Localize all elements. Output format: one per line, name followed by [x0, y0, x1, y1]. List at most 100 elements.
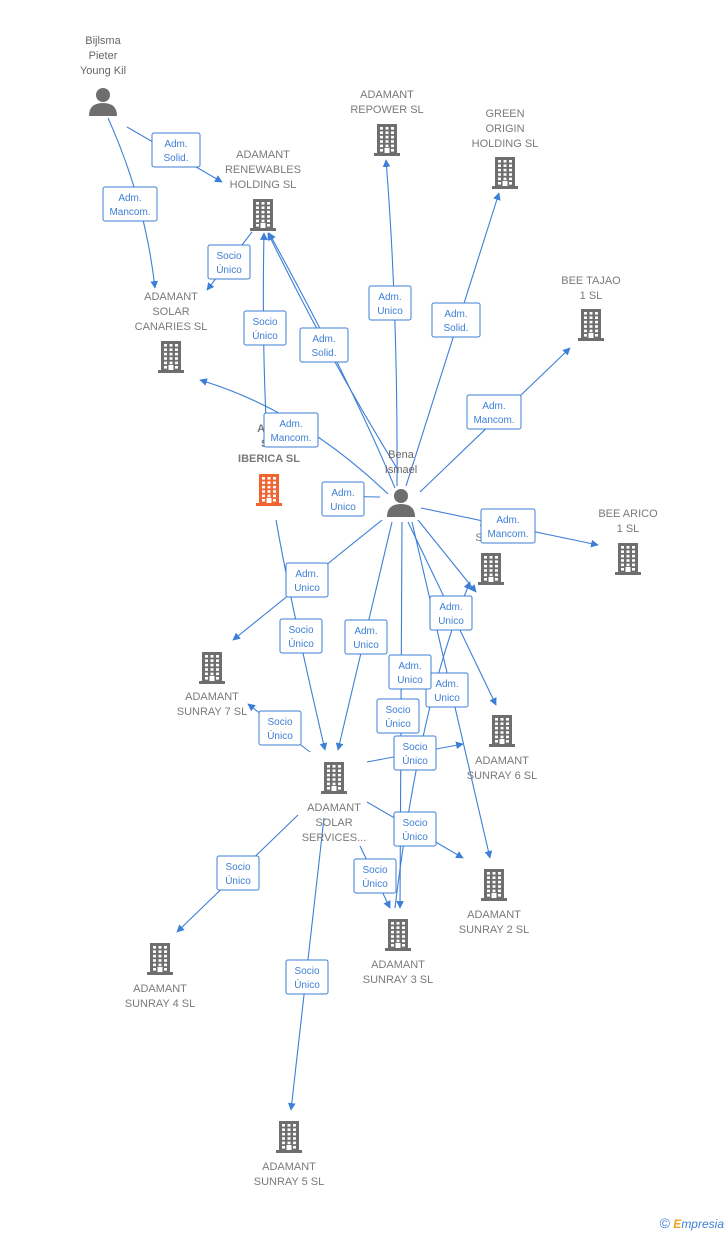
- edge-label-text: Único: [225, 874, 251, 887]
- edge-label-bijlsma-canaries[interactable]: Adm.Mancom.: [102, 186, 158, 222]
- edge-label-text: Unico: [438, 616, 464, 627]
- node-label: SUNRAY 7 SL: [177, 706, 248, 718]
- edge-label-box: [285, 562, 329, 598]
- edge-label-text: Único: [362, 877, 388, 890]
- edge-label-text: Unico: [434, 693, 460, 704]
- edge-label-box: [243, 310, 287, 346]
- edge-label-text: Mancom.: [109, 207, 150, 218]
- edge-label-bena-sunray7[interactable]: Adm. Unico: [285, 562, 329, 598]
- edges-layer: [107, 117, 599, 1111]
- edge-label-box: [466, 394, 522, 430]
- edge-label-bena-sunray_x[interactable]: Adm.Unico: [429, 595, 473, 631]
- node-label: CANARIES SL: [135, 321, 208, 333]
- edge-label-bena-arico[interactable]: Adm.Mancom.: [480, 508, 536, 544]
- edge-label-text: Socio: [288, 625, 313, 636]
- edge-label-text: Único: [252, 329, 278, 342]
- node-label: GREEN: [485, 108, 524, 120]
- edge-bena-sunray_x: [417, 519, 477, 593]
- edge-bena-renewables: [268, 232, 396, 489]
- edge-label-bena-tajao[interactable]: Adm.Mancom.: [466, 394, 522, 430]
- node-label: SUNRAY 4 SL: [125, 998, 196, 1010]
- node-label: RENEWABLES: [225, 164, 301, 176]
- edge-label-text: Mancom.: [487, 529, 528, 540]
- building-icon: [385, 919, 411, 951]
- edge-label-text: Socio: [362, 865, 387, 876]
- empresia-watermark: © Empresia: [660, 1215, 724, 1231]
- node-iberica[interactable]: ADASOIBERICA SL: [238, 423, 300, 506]
- edge-label-bena-repower[interactable]: Adm.Unico: [368, 285, 412, 321]
- edge-label-box: [102, 186, 158, 222]
- edge-label-bena-green[interactable]: Adm.Solid.: [431, 302, 481, 338]
- node-label: SUNRAY 3 SL: [363, 974, 434, 986]
- node-label: Young Kil: [80, 65, 126, 77]
- edge-label-text: Unico: [377, 306, 403, 317]
- node-label: Bijlsma: [85, 35, 121, 47]
- node-canaries[interactable]: ADAMANT SOLAR CANARIES SL: [135, 291, 208, 373]
- node-sunray2[interactable]: ADAMANT SUNRAY 2 SL: [459, 869, 530, 936]
- edge-label-bena-iberica[interactable]: Adm.Unico: [321, 481, 365, 517]
- edge-label-text: Socio: [267, 717, 292, 728]
- node-label: SUNRAY 2 SL: [459, 924, 530, 936]
- edge-label-bena-sunray2[interactable]: Adm.Unico: [425, 672, 469, 708]
- building-icon: [615, 543, 641, 575]
- edge-label-text: Adm.: [482, 401, 505, 412]
- edge-label-text: Adm.: [164, 139, 187, 150]
- edge-label-bena-services[interactable]: Adm.Unico: [344, 619, 388, 655]
- edge-label-text: Socio: [225, 862, 250, 873]
- person-icon: [387, 489, 415, 517]
- edge-label-box: [279, 618, 323, 654]
- edge-iberica-services: [275, 519, 328, 751]
- edge-label-text: Único: [288, 637, 314, 650]
- node-services[interactable]: ADAMANTSOLARSERVICES...: [302, 762, 367, 844]
- building-icon: [199, 652, 225, 684]
- node-label: ADAMANT: [467, 909, 521, 921]
- edge-label-bena-canaries[interactable]: Adm.Mancom.: [263, 412, 319, 448]
- edge-label-box: [431, 302, 481, 338]
- node-label: SERVICES...: [302, 832, 367, 844]
- building-icon: [478, 553, 504, 585]
- node-label: HOLDING SL: [230, 179, 297, 191]
- edge-label-text: Adm.: [295, 569, 318, 580]
- edge-label-text: Unico: [353, 640, 379, 651]
- edge-label-text: Solid.: [311, 348, 336, 359]
- node-sunray7[interactable]: ADAMANT SUNRAY 7 SL: [177, 652, 248, 718]
- edge-label-text: Unico: [294, 583, 320, 594]
- node-label: BEE TAJAO: [561, 275, 621, 287]
- edge-label-box: [299, 327, 349, 363]
- edge-label-text: Socio: [402, 818, 427, 829]
- building-icon: [321, 762, 347, 794]
- edge-label-bijlsma-renewables[interactable]: Adm.Solid.: [151, 132, 201, 168]
- node-label: ADAMANT: [144, 291, 198, 303]
- edge-label-box: [353, 858, 397, 894]
- edge-label-box: [425, 672, 469, 708]
- node-label: ADAMANT: [262, 1161, 316, 1173]
- node-label: ADAMANT: [185, 691, 239, 703]
- edge-label-bena-sunray3[interactable]: Adm.Unico: [388, 654, 432, 690]
- edge-label-box: [368, 285, 412, 321]
- edge-label-text: Socio: [216, 251, 241, 262]
- node-label: SOLAR: [152, 306, 189, 318]
- edge-label-bena-renewables[interactable]: Adm.Solid.: [299, 327, 349, 363]
- node-label: ADAMANT: [475, 755, 529, 767]
